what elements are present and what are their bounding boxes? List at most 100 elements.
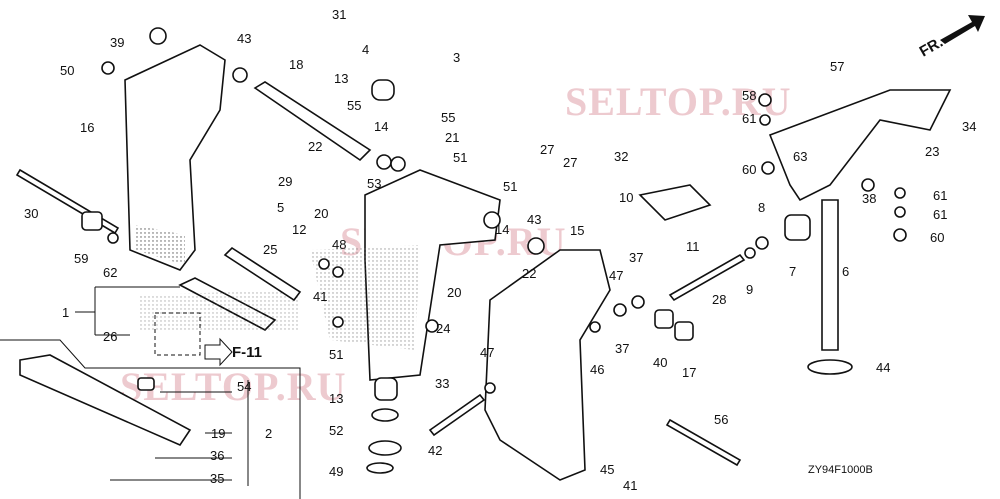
callout-61[interactable]: 61 bbox=[742, 111, 756, 126]
callout-51[interactable]: 51 bbox=[329, 347, 343, 362]
callout-5[interactable]: 5 bbox=[277, 200, 284, 215]
callout-18[interactable]: 18 bbox=[289, 57, 303, 72]
callout-14[interactable]: 14 bbox=[495, 222, 509, 237]
callout-41[interactable]: 41 bbox=[313, 289, 327, 304]
callout-56[interactable]: 56 bbox=[714, 412, 728, 427]
callout-38[interactable]: 38 bbox=[862, 191, 876, 206]
washer-43b bbox=[527, 237, 545, 255]
callout-51[interactable]: 51 bbox=[503, 179, 517, 194]
callout-23[interactable]: 23 bbox=[925, 144, 939, 159]
callout-39[interactable]: 39 bbox=[110, 35, 124, 50]
callout-3[interactable]: 3 bbox=[453, 50, 460, 65]
callout-27[interactable]: 27 bbox=[540, 142, 554, 157]
callout-37[interactable]: 37 bbox=[615, 341, 629, 356]
washer-43 bbox=[232, 67, 248, 83]
bush-13 bbox=[371, 79, 395, 101]
callout-24[interactable]: 24 bbox=[436, 321, 450, 336]
callout-13[interactable]: 13 bbox=[329, 391, 343, 406]
callout-37[interactable]: 37 bbox=[629, 250, 643, 265]
callout-62[interactable]: 62 bbox=[103, 265, 117, 280]
callout-43[interactable]: 43 bbox=[237, 31, 251, 46]
callout-22[interactable]: 22 bbox=[522, 266, 536, 281]
callout-9[interactable]: 9 bbox=[746, 282, 753, 297]
callout-22[interactable]: 22 bbox=[308, 139, 322, 154]
callout-61[interactable]: 61 bbox=[933, 188, 947, 203]
callout-60[interactable]: 60 bbox=[930, 230, 944, 245]
callout-2[interactable]: 2 bbox=[265, 426, 272, 441]
callout-1[interactable]: 1 bbox=[62, 305, 69, 320]
callout-43[interactable]: 43 bbox=[527, 212, 541, 227]
callout-28[interactable]: 28 bbox=[712, 292, 726, 307]
callout-55[interactable]: 55 bbox=[347, 98, 361, 113]
callout-52[interactable]: 52 bbox=[329, 423, 343, 438]
front-direction-label: FR. bbox=[917, 34, 946, 61]
callout-50[interactable]: 50 bbox=[60, 63, 74, 78]
callout-63[interactable]: 63 bbox=[793, 149, 807, 164]
callout-58[interactable]: 58 bbox=[742, 88, 756, 103]
callout-10[interactable]: 10 bbox=[619, 190, 633, 205]
callout-45[interactable]: 45 bbox=[600, 462, 614, 477]
part-shapes bbox=[0, 15, 985, 499]
callout-19[interactable]: 19 bbox=[211, 426, 225, 441]
callout-33[interactable]: 33 bbox=[435, 376, 449, 391]
callout-8[interactable]: 8 bbox=[758, 200, 765, 215]
callout-54[interactable]: 54 bbox=[237, 379, 251, 394]
callout-40[interactable]: 40 bbox=[653, 355, 667, 370]
callout-6[interactable]: 6 bbox=[842, 264, 849, 279]
callout-46[interactable]: 46 bbox=[590, 362, 604, 377]
callout-32[interactable]: 32 bbox=[614, 149, 628, 164]
callout-61[interactable]: 61 bbox=[933, 207, 947, 222]
seal-42 bbox=[368, 440, 402, 456]
callout-25[interactable]: 25 bbox=[263, 242, 277, 257]
callout-44[interactable]: 44 bbox=[876, 360, 890, 375]
ring-49 bbox=[366, 462, 394, 474]
collar-54 bbox=[137, 377, 155, 391]
callout-57[interactable]: 57 bbox=[830, 59, 844, 74]
bolt-56 bbox=[665, 418, 742, 467]
callout-36[interactable]: 36 bbox=[210, 448, 224, 463]
bolt-28 bbox=[668, 253, 746, 302]
callout-20[interactable]: 20 bbox=[314, 206, 328, 221]
callout-29[interactable]: 29 bbox=[278, 174, 292, 189]
callout-16[interactable]: 16 bbox=[80, 120, 94, 135]
rod bbox=[223, 246, 302, 302]
callout-60[interactable]: 60 bbox=[742, 162, 756, 177]
callout-41[interactable]: 41 bbox=[623, 478, 637, 493]
callout-42[interactable]: 42 bbox=[428, 443, 442, 458]
washer-61 bbox=[759, 114, 771, 126]
callout-34[interactable]: 34 bbox=[962, 119, 976, 134]
callout-11[interactable]: 11 bbox=[686, 239, 700, 254]
callout-20[interactable]: 20 bbox=[447, 285, 461, 300]
callout-15[interactable]: 15 bbox=[570, 223, 584, 238]
steering-shaft bbox=[821, 199, 839, 351]
callout-48[interactable]: 48 bbox=[332, 237, 346, 252]
diagram-code: ZY94F1000B bbox=[808, 464, 873, 476]
callout-47[interactable]: 47 bbox=[609, 268, 623, 283]
nut-39 bbox=[149, 27, 167, 45]
callout-47[interactable]: 47 bbox=[480, 345, 494, 360]
watermark-text: SELTOP.RU bbox=[565, 79, 792, 124]
callout-14[interactable]: 14 bbox=[374, 119, 388, 134]
callout-49[interactable]: 49 bbox=[329, 464, 343, 479]
cap-17 bbox=[674, 321, 694, 341]
callout-17[interactable]: 17 bbox=[682, 365, 696, 380]
callout-30[interactable]: 30 bbox=[24, 206, 38, 221]
callout-12[interactable]: 12 bbox=[292, 222, 306, 237]
callout-51[interactable]: 51 bbox=[453, 150, 467, 165]
seal-52 bbox=[371, 408, 399, 422]
callout-31[interactable]: 31 bbox=[332, 7, 346, 22]
callout-7[interactable]: 7 bbox=[789, 264, 796, 279]
reference-f11[interactable]: F-11 bbox=[232, 344, 262, 361]
callout-21[interactable]: 21 bbox=[445, 130, 459, 145]
callout-55[interactable]: 55 bbox=[441, 110, 455, 125]
callout-27[interactable]: 27 bbox=[563, 155, 577, 170]
callout-53[interactable]: 53 bbox=[367, 176, 381, 191]
callout-4[interactable]: 4 bbox=[362, 42, 369, 57]
callout-59[interactable]: 59 bbox=[74, 251, 88, 266]
callout-26[interactable]: 26 bbox=[103, 329, 117, 344]
callout-13[interactable]: 13 bbox=[334, 71, 348, 86]
callout-35[interactable]: 35 bbox=[210, 471, 224, 486]
